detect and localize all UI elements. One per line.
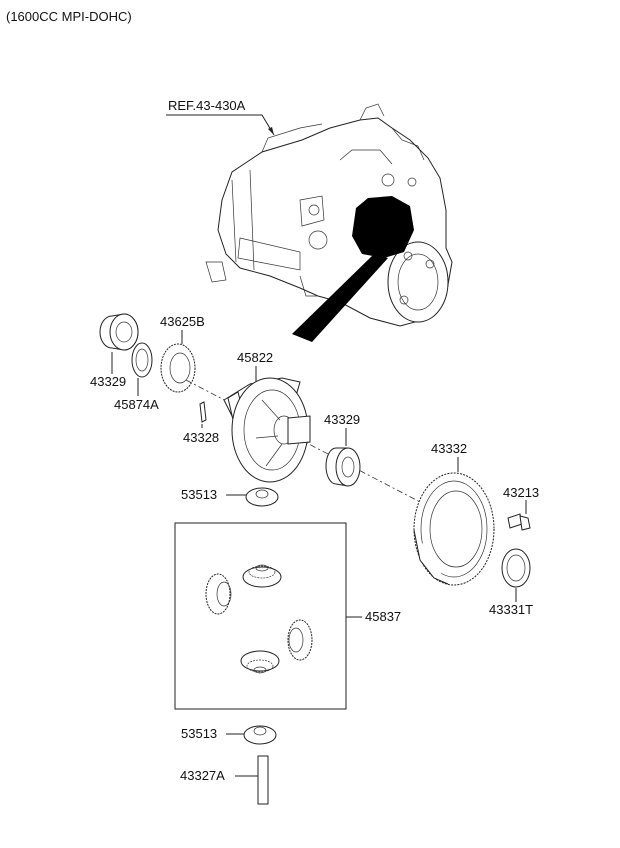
part-53513-washer-lower[interactable]: 53513 [181, 725, 277, 745]
part-number-53513-upper: 53513 [181, 487, 217, 502]
part-number-43331T: 43331T [489, 602, 533, 617]
part-number-43625B: 43625B [160, 314, 205, 329]
transaxle-housing [205, 103, 453, 342]
reference-callout[interactable]: REF.43-430A [166, 98, 275, 136]
side-gear-left [205, 573, 232, 615]
part-number-45874A: 45874A [114, 397, 159, 412]
part-45822-diff-case[interactable]: 45822 [223, 350, 311, 483]
part-43625B-gear[interactable]: 43625B [160, 314, 205, 393]
part-number-43332: 43332 [431, 441, 467, 456]
pinion-gear-bottom [240, 650, 280, 674]
part-number-43327A: 43327A [180, 768, 225, 783]
part-43329-bearing-left[interactable]: 43329 [90, 313, 139, 389]
part-number-53513-lower: 53513 [181, 726, 217, 741]
part-number-45822: 45822 [237, 350, 273, 365]
part-53513-washer-upper[interactable]: 53513 [181, 487, 279, 507]
side-gear-right [287, 619, 313, 661]
part-number-43328: 43328 [183, 430, 219, 445]
part-number-43213: 43213 [503, 485, 539, 500]
reference-label: REF.43-430A [168, 98, 246, 113]
part-43327A-shaft[interactable]: 43327A [180, 755, 269, 805]
part-number-43329-right: 43329 [324, 412, 360, 427]
part-43329-bearing-right[interactable]: 43329 [324, 412, 361, 487]
pinion-gear-top [242, 564, 282, 588]
part-number-43329-left: 43329 [90, 374, 126, 389]
part-43332-ring-gear[interactable]: 43332 [413, 441, 495, 586]
part-43213-bolt[interactable]: 43213 [503, 485, 539, 531]
part-45837-gear-kit[interactable]: 45837 [174, 522, 401, 710]
part-45874A-seal[interactable]: 45874A [114, 342, 159, 412]
part-43331T-shim[interactable]: 43331T [489, 548, 533, 617]
part-number-45837: 45837 [365, 609, 401, 624]
part-43328-pin[interactable]: 43328 [183, 401, 219, 445]
diagram-title: (1600CC MPI-DOHC) [6, 9, 132, 24]
